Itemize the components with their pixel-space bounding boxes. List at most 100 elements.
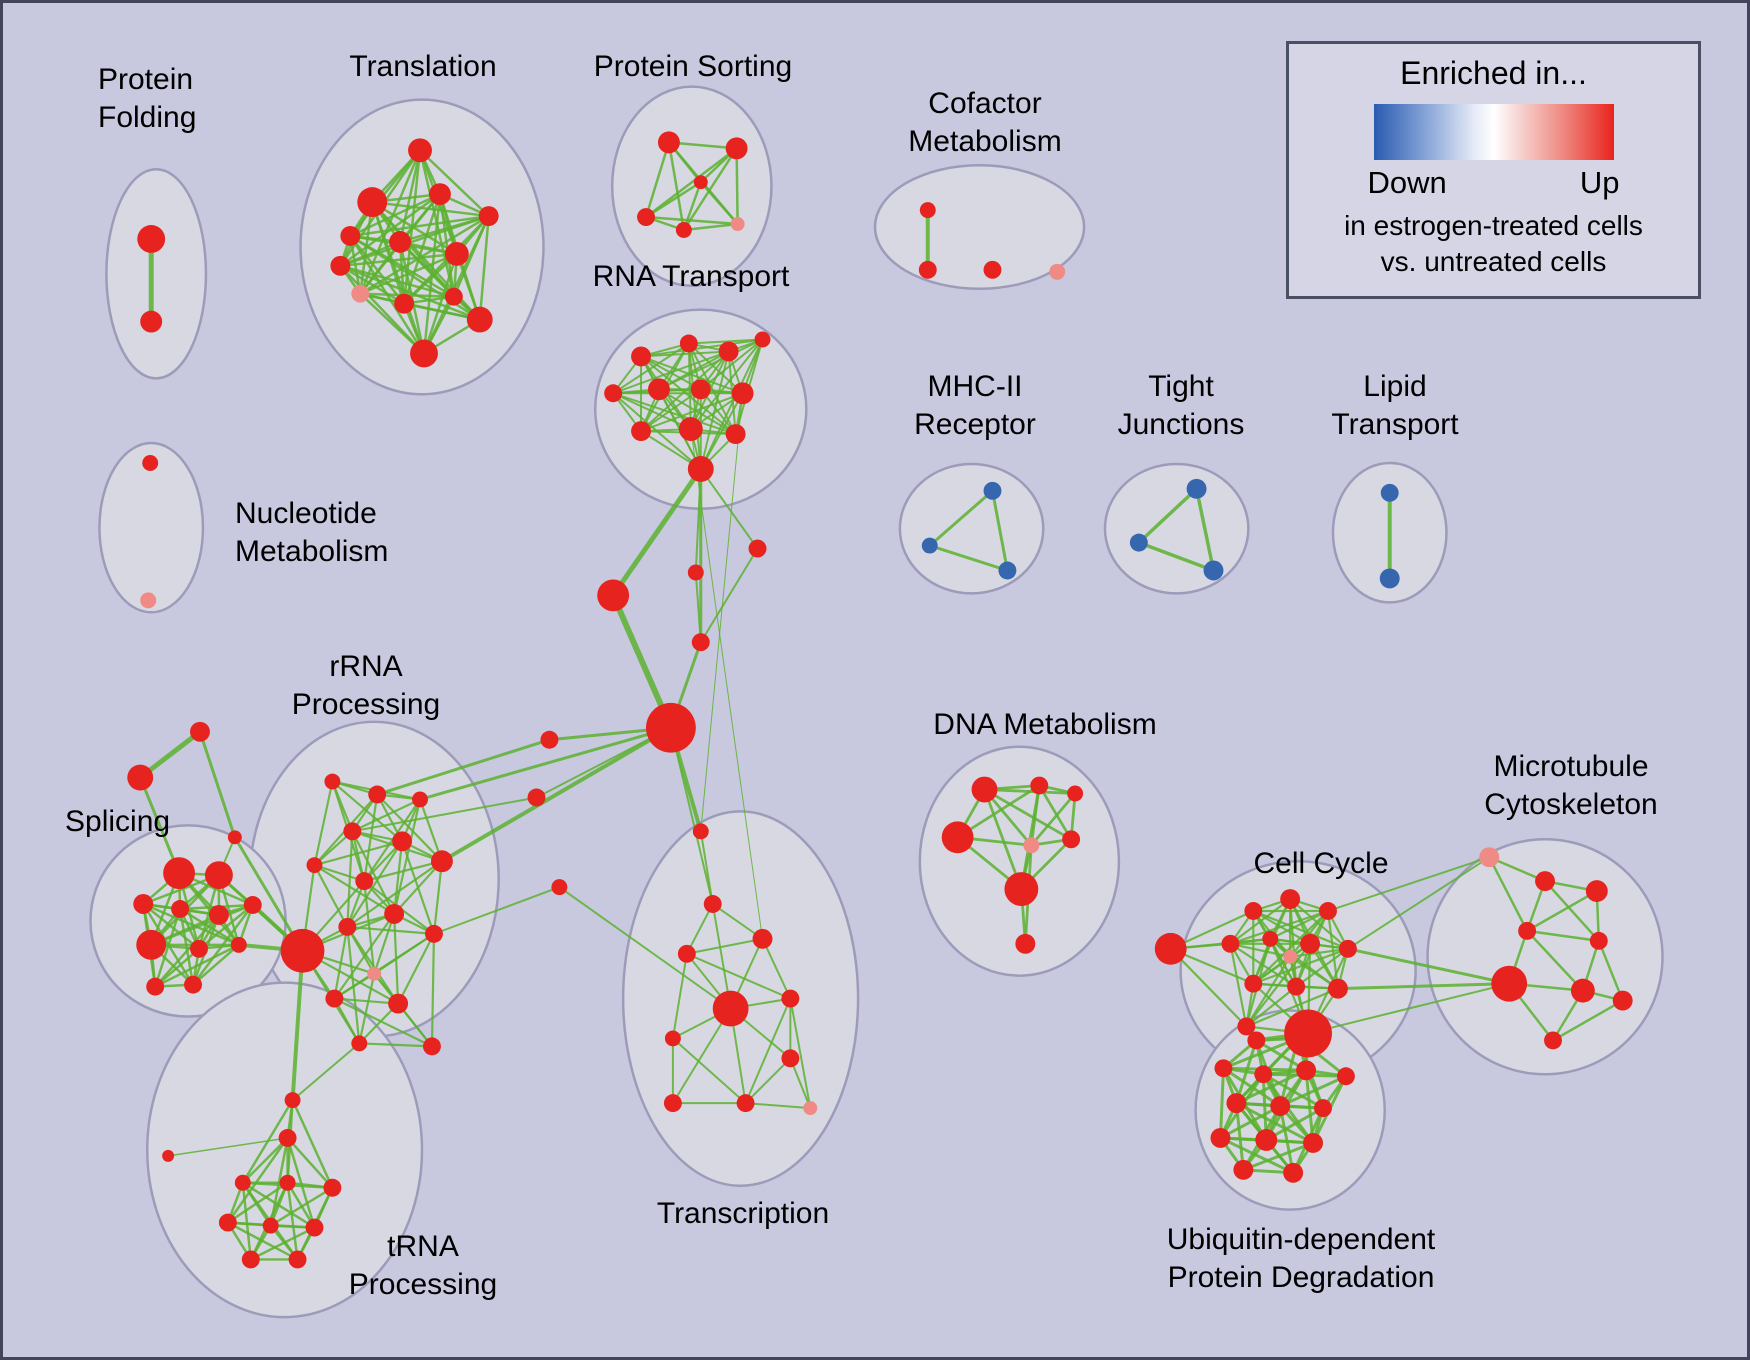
graph-edge xyxy=(610,466,704,598)
graph-node-splicing:3 xyxy=(171,900,190,918)
cluster-label-line: Junctions xyxy=(1117,408,1245,441)
graph-edge xyxy=(346,925,436,935)
graph-edge xyxy=(928,489,994,548)
cluster-label-protein-sorting: Protein Sorting xyxy=(594,48,792,86)
graph-node-rrna:0 xyxy=(324,773,341,790)
graph-node-rrna:8 xyxy=(280,928,325,973)
graph-node-protein_sorting:3 xyxy=(675,222,692,238)
graph-edge xyxy=(339,252,459,268)
graph-node-connectors:4 xyxy=(646,702,696,753)
graph-edge xyxy=(478,214,490,321)
cluster-label-line: Protein Degradation xyxy=(1167,1261,1435,1294)
graph-node-dna:3 xyxy=(941,821,974,854)
graph-edge xyxy=(612,392,737,436)
cluster-label-line: Transcription xyxy=(656,1197,830,1230)
graph-node-cellcycle:5 xyxy=(1262,930,1279,947)
graph-edge xyxy=(1488,855,1547,883)
graph-node-rrna:13 xyxy=(325,989,344,1008)
graph-node-trna:9 xyxy=(288,1250,307,1269)
cluster-label-line: Lipid xyxy=(1363,370,1427,403)
graph-edge xyxy=(313,864,349,929)
graph-node-translation:2 xyxy=(340,226,361,246)
graph-edge xyxy=(744,1057,792,1105)
graph-edge xyxy=(197,903,255,951)
graph-node-microtubule:0 xyxy=(1479,847,1500,868)
graph-edge xyxy=(644,215,739,226)
graph-node-transcription:1 xyxy=(703,895,722,913)
cluster-label-cofactor-metabolism: Cofactor Metabolism xyxy=(908,85,1061,161)
graph-edge xyxy=(1218,1066,1225,1140)
graph-edge xyxy=(1169,947,1248,1028)
graph-node-dna:1 xyxy=(1030,776,1049,795)
graph-node-microtubule:4 xyxy=(1589,931,1608,950)
graph-node-connectors:9 xyxy=(127,764,154,791)
graph-edge xyxy=(269,1186,334,1227)
graph-edge xyxy=(1326,856,1491,912)
graph-edge xyxy=(313,864,396,916)
graph-edge xyxy=(699,180,739,226)
graph-node-protein_sorting:5 xyxy=(693,175,708,190)
graph-edge xyxy=(1245,987,1340,1028)
graph-edge xyxy=(1488,855,1529,933)
graph-node-trna:2 xyxy=(234,1174,251,1191)
graph-node-connectors:7 xyxy=(551,879,568,896)
graph-node-translation:12 xyxy=(444,287,463,306)
graph-node-translation:8 xyxy=(351,284,370,303)
network-svg xyxy=(89,85,1664,1319)
graph-node-trna:5 xyxy=(218,1213,237,1232)
graph-edge xyxy=(363,880,376,975)
graph-edge xyxy=(1194,487,1216,573)
cluster-label-tight-junctions: Tight Junctions xyxy=(1118,368,1245,444)
graph-edge xyxy=(1269,909,1330,940)
graph-node-trna:8 xyxy=(241,1250,260,1269)
cluster-label-line: Ubiquitin-dependent xyxy=(1166,1223,1436,1256)
graph-edge xyxy=(1234,1068,1308,1105)
graph-node-connectors:0 xyxy=(597,579,630,612)
graph-node-cellcycle:10 xyxy=(1287,977,1306,996)
graph-edge xyxy=(1245,955,1292,1028)
graph-edge xyxy=(657,388,737,436)
graph-edge xyxy=(711,903,764,940)
graph-edge xyxy=(682,180,703,232)
graph-edge xyxy=(640,338,764,358)
graph-edge xyxy=(333,997,434,1048)
graph-node-transcription:0 xyxy=(692,823,709,840)
graph-edge xyxy=(313,840,404,867)
graph-edge xyxy=(1525,929,1601,943)
graph-node-rrna:3 xyxy=(343,822,362,841)
graph-node-splicing:7 xyxy=(190,939,208,958)
graph-node-rrna:11 xyxy=(424,924,443,943)
graph-node-translation:7 xyxy=(444,241,469,266)
graph-node-rrna:2 xyxy=(412,791,428,808)
graph-edge xyxy=(452,214,490,298)
graph-node-splicing:2 xyxy=(133,894,154,914)
graph-node-tight:2 xyxy=(1203,560,1224,581)
graph-node-dna:4 xyxy=(1023,837,1040,854)
graph-edge xyxy=(1137,487,1199,545)
graph-node-connectors:1 xyxy=(687,564,704,581)
cluster-ellipse-mhc xyxy=(898,462,1045,595)
graph-edge xyxy=(313,780,334,867)
cluster-label-line: Cytoskeleton xyxy=(1484,788,1658,821)
legend-down-label: Down xyxy=(1367,165,1447,200)
graph-edge xyxy=(351,796,538,833)
graph-edge xyxy=(612,342,690,395)
graph-node-rna_transport:1 xyxy=(679,334,698,353)
graph-node-dna:2 xyxy=(1067,785,1084,802)
graph-node-rna_transport:8 xyxy=(631,421,651,442)
graph-edge xyxy=(699,547,759,644)
graph-node-cofactor:3 xyxy=(1049,263,1066,280)
graph-edge xyxy=(339,264,406,305)
graph-edge xyxy=(1137,540,1216,573)
graph-node-trna:1 xyxy=(278,1129,297,1147)
graph-edge xyxy=(1241,1141,1315,1172)
graph-node-connectors:8 xyxy=(190,721,210,742)
graph-edge xyxy=(149,903,255,947)
cluster-label-line: Microtubule xyxy=(1493,750,1649,783)
graph-edge xyxy=(1278,1104,1295,1175)
graph-edge xyxy=(291,1098,334,1189)
graph-edge xyxy=(141,902,201,951)
graph-node-nucleotide:0 xyxy=(142,454,159,471)
graph-edge xyxy=(358,1042,434,1048)
graph-edge xyxy=(640,355,737,436)
